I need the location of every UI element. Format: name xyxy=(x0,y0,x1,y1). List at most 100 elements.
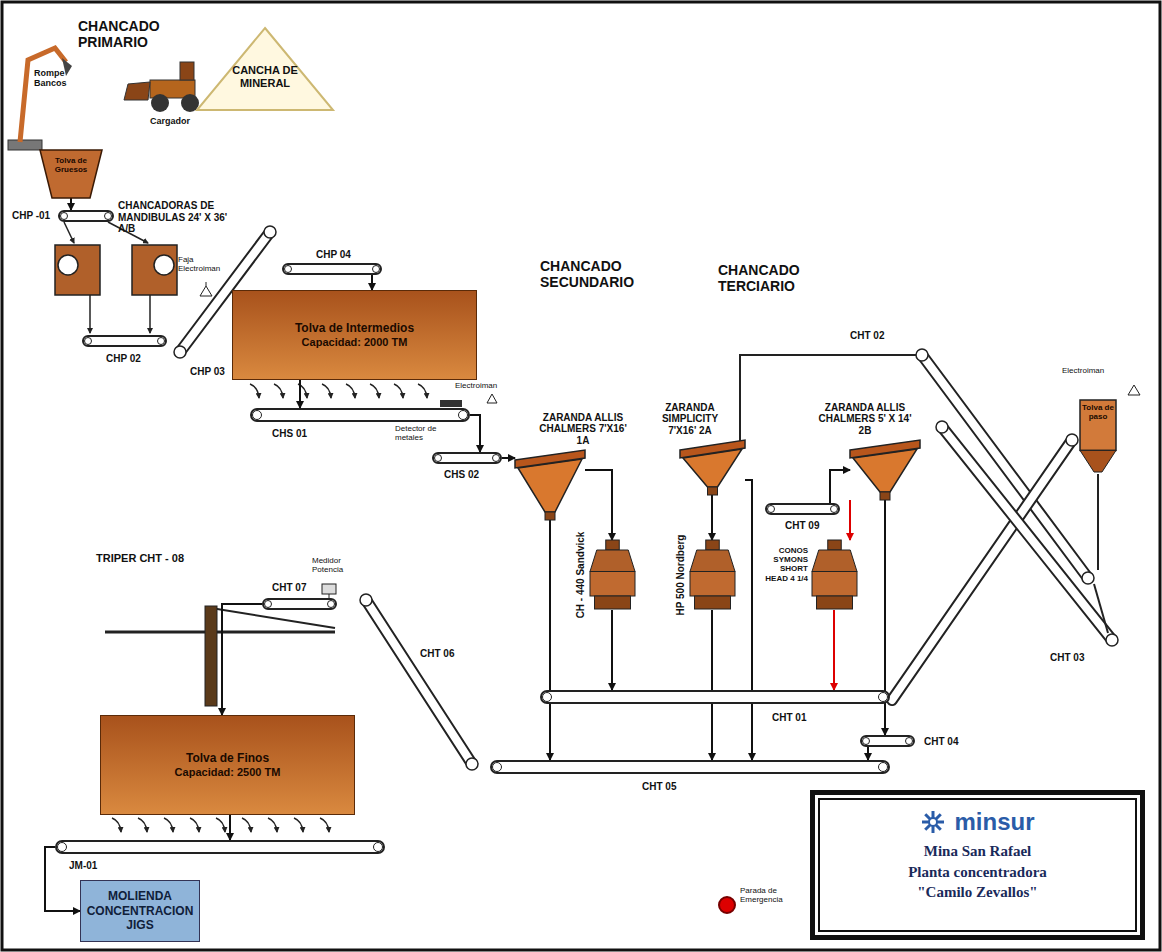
annotation-label: Cargador xyxy=(150,116,210,126)
conveyor-tag: CHP -01 xyxy=(12,210,50,221)
flow-line xyxy=(299,380,301,408)
pulley xyxy=(252,410,262,420)
magnet-symbol xyxy=(200,282,212,296)
conveyor-tag: JM-01 xyxy=(69,860,97,871)
cone-crusher: HP 500 Nordberg xyxy=(690,540,735,610)
inclined-belts xyxy=(180,232,1112,764)
loader-bucket xyxy=(124,82,150,100)
feeder-arrow xyxy=(164,818,173,832)
pulley xyxy=(434,454,442,462)
shape xyxy=(595,596,631,609)
conveyor-belt: CHP 02 xyxy=(82,335,167,347)
pulley xyxy=(878,692,888,702)
magnet-symbol xyxy=(487,394,497,403)
annotation-label: Medidor Potencia xyxy=(312,556,368,574)
conveyor-belt: CHT 09 xyxy=(765,503,840,515)
pulley xyxy=(916,349,928,361)
flow-line xyxy=(371,275,373,290)
logo-stroke xyxy=(926,814,942,830)
screen: ZARANDA ALLIS CHALMERS 7'X16' 1A xyxy=(515,450,585,520)
shape xyxy=(828,540,842,550)
flow-line xyxy=(833,610,835,690)
flow-line xyxy=(711,610,713,760)
flow-line xyxy=(830,470,850,503)
shape xyxy=(812,572,857,597)
logo-center xyxy=(929,818,937,826)
belt xyxy=(366,600,472,764)
pulley xyxy=(60,212,68,220)
screen-outline xyxy=(515,450,585,520)
feeder-arrow xyxy=(346,384,355,398)
conveyor-belt: CHP -01 xyxy=(58,210,114,222)
jaw-crusher xyxy=(55,245,100,295)
logo-row: minsur xyxy=(827,809,1128,835)
shape xyxy=(197,28,333,110)
title-block: minsurMina San RafaelPlanta concentrador… xyxy=(810,790,1145,940)
jaw-crusher xyxy=(132,245,177,295)
flow-line xyxy=(867,747,869,760)
shape xyxy=(695,596,731,609)
flywheel xyxy=(58,255,78,275)
flow-line xyxy=(711,495,713,540)
excavator-base xyxy=(8,140,42,150)
discharge-line xyxy=(149,295,151,333)
crusher-outline xyxy=(812,540,857,610)
storage-bin: Tolva de FinosCapacidad: 2500 TM xyxy=(100,715,355,815)
excavator xyxy=(8,48,72,150)
pulley xyxy=(458,410,468,420)
loader xyxy=(124,62,199,112)
screen-outline xyxy=(850,440,920,500)
screen-outline xyxy=(680,440,745,495)
title-line: Mina San Rafael xyxy=(827,841,1128,861)
belt xyxy=(366,600,472,764)
shape xyxy=(817,596,853,609)
annotation-label: CHANCADO PRIMARIO xyxy=(78,18,228,50)
shape xyxy=(515,450,585,468)
conveyor-belt: CHS 01 xyxy=(250,408,470,422)
conveyor-tag: CHT 04 xyxy=(924,736,958,747)
pulley xyxy=(57,842,67,852)
feed-line xyxy=(1097,474,1099,570)
pulley xyxy=(327,600,335,608)
tripper-chute xyxy=(205,606,217,706)
node-label: Tolva de Finos xyxy=(186,751,269,766)
feed-line xyxy=(64,222,74,243)
pulley xyxy=(264,226,276,238)
screen-heading: ZARANDA ALLIS CHALMERS 5' X 14' 2B xyxy=(815,402,915,437)
process-box: Tolva de paso xyxy=(1080,400,1116,472)
annotation-label: TRIPER CHT - 08 xyxy=(96,552,186,565)
conveyor-tag: CHT 09 xyxy=(785,520,819,531)
node-label: Tolva de paso xyxy=(1081,404,1115,422)
metal-detector xyxy=(440,400,462,407)
feeder-arrow xyxy=(274,384,283,398)
shape xyxy=(850,440,920,458)
flow-line xyxy=(585,470,612,540)
pulley xyxy=(84,337,92,345)
pulley xyxy=(1082,572,1094,584)
pulley xyxy=(264,600,272,608)
shape xyxy=(708,487,718,495)
flow-line xyxy=(611,610,613,690)
feed-line xyxy=(1094,584,1108,633)
electromagnet xyxy=(200,282,1140,403)
jaw-crushers xyxy=(55,222,177,333)
annotation-label: CHT 02 xyxy=(850,330,900,342)
conveyor-belt: CHT 05 xyxy=(490,760,890,774)
annotation-label: CHT 03 xyxy=(1050,652,1100,664)
pulley xyxy=(492,762,502,772)
flow-line xyxy=(470,415,480,452)
shape xyxy=(880,492,890,500)
conveyor-tag: CHT 01 xyxy=(772,712,806,723)
shape xyxy=(545,512,555,520)
wheel xyxy=(151,94,169,112)
annotation-label: Electroiman xyxy=(1062,366,1120,375)
title-line: "Camilo Zevallos" xyxy=(827,882,1128,902)
emergency-button xyxy=(719,897,735,913)
storage-bin: Tolva de IntermediosCapacidad: 2000 TM xyxy=(232,290,477,380)
pulley xyxy=(373,842,383,852)
loader-cab xyxy=(180,62,194,80)
pulley xyxy=(372,265,380,273)
shape xyxy=(1080,400,1116,450)
shape xyxy=(706,540,720,550)
